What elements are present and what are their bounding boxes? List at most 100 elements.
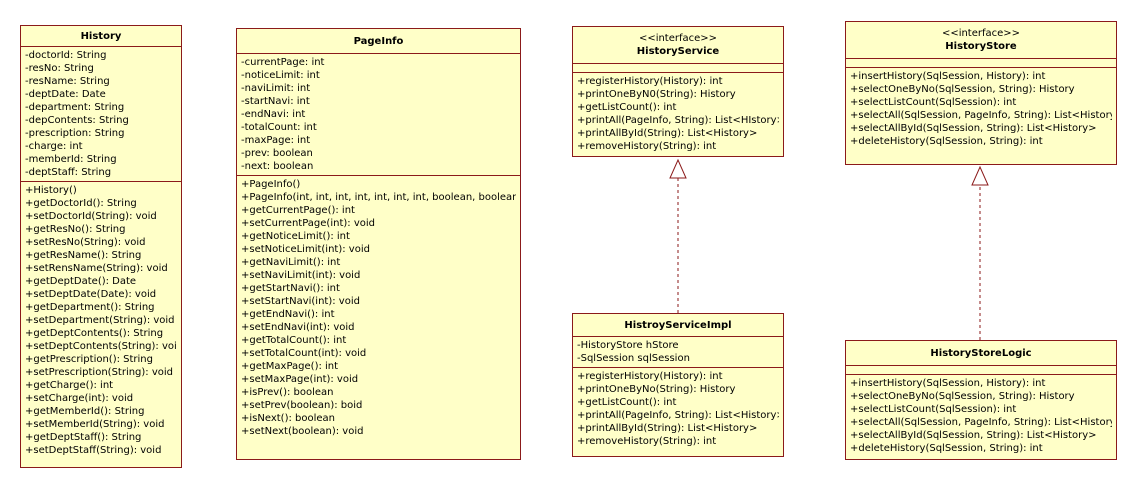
stereotype-label: <<interface>> (941, 27, 1021, 39)
attribute-row: -depContents: String (25, 115, 129, 126)
class-historyservice[interactable]: <<interface>> HistoryService +registerHi… (572, 26, 784, 157)
operation-row: +printOneByN0(String): History (577, 89, 736, 100)
class-name: HistoryService (636, 45, 720, 57)
operation-row: +isPrev(): boolean (241, 387, 334, 398)
operation-row: +registerHistory(History): int (577, 371, 723, 382)
operation-row: +selectAll(SqlSession, PageInfo, String)… (850, 417, 1112, 428)
class-header: <<interface>> HistoryService (573, 27, 783, 64)
operation-row: +getTotalCount(): int (241, 335, 347, 346)
operation-row: +setPrescription(String): void (25, 367, 174, 378)
attribute-row: -deptDate: Date (25, 89, 106, 100)
operation-row: +selectOneByNo(SqlSession, String): Hist… (850, 84, 1075, 95)
class-name: HistoryStoreLogic (930, 347, 1032, 359)
class-header: <<interface>> HistoryStore (846, 22, 1116, 59)
class-header: PageInfo (237, 29, 520, 54)
attribute-row: -prev: boolean (241, 148, 313, 159)
operation-row: +getPrescription(): String (25, 354, 153, 365)
operation-row: +selectAll(SqlSession, PageInfo, String)… (850, 110, 1112, 121)
attribute-row: -maxPage: int (241, 135, 311, 146)
operation-row: +getResNo(): String (25, 224, 126, 235)
operation-row: +setDepartment(String): void (25, 315, 175, 326)
operation-row: +setCurrentPage(int): void (241, 218, 375, 229)
operation-row: +setCharge(int): void (25, 393, 134, 404)
attribute-row: -charge: int (25, 141, 83, 152)
operation-row: +isNext(): boolean (241, 413, 335, 424)
class-name: History (80, 30, 122, 42)
operation-row: +setDeptDate(Date): void (25, 289, 157, 300)
class-name: HistoryStore (945, 40, 1017, 52)
class-history[interactable]: History -doctorId: String-resNo: String-… (20, 25, 182, 468)
class-name: PageInfo (353, 35, 404, 47)
operation-row: +deleteHistory(SqlSession, String): int (850, 136, 1043, 147)
attributes-section: -doctorId: String-resNo: String-resName:… (21, 47, 181, 181)
operation-row: +setEndNavi(int): void (241, 322, 355, 333)
class-header: HistroyServiceImpl (573, 314, 783, 337)
attribute-row: -deptStaff: String (25, 167, 112, 178)
attribute-row: -prescription: String (25, 128, 125, 139)
operation-row: +setNext(boolean): void (241, 426, 364, 437)
operation-row: +printOneByNo(String): History (577, 384, 736, 395)
attributes-section (846, 366, 1116, 374)
operation-row: +PageInfo(int, int, int, int, int, int, … (241, 192, 516, 203)
class-historyserviceimpl[interactable]: HistroyServiceImpl -HistoryStore hStore-… (572, 313, 784, 457)
class-header: HistoryStoreLogic (846, 341, 1116, 366)
attribute-row: -resName: String (25, 76, 110, 87)
attribute-row: -startNavi: int (241, 96, 310, 107)
operation-row: +getNaviLimit(): int (241, 257, 341, 268)
realization-historystorelogic-to-historystore (971, 165, 989, 340)
operation-row: +setDeptContents(String): void (25, 341, 177, 352)
attribute-row: -HistoryStore hStore (577, 340, 679, 351)
operations-section: +insertHistory(SqlSession, History): int… (846, 67, 1116, 150)
operation-row: +printAllById(String): List<History> (577, 128, 758, 139)
operation-row: +selectAllById(SqlSession, String): List… (850, 123, 1097, 134)
attribute-row: -currentPage: int (241, 57, 325, 68)
operation-row: +setDeptStaff(String): void (25, 445, 162, 456)
attribute-row: -totalCount: int (241, 122, 317, 133)
attribute-row: -noticeLimit: int (241, 70, 320, 81)
operation-row: +History() (25, 185, 77, 196)
operation-row: +selectAllById(SqlSession, String): List… (850, 430, 1097, 441)
operation-row: +setMaxPage(int): void (241, 374, 359, 385)
operation-row: +getMaxPage(): int (241, 361, 339, 372)
attribute-row: -department: String (25, 102, 125, 113)
operation-row: +getListCount(): int (577, 397, 677, 408)
operation-row: +getDeptContents(): String (25, 328, 164, 339)
operation-row: +registerHistory(History): int (577, 76, 723, 87)
operation-row: +setTotalCount(int): void (241, 348, 367, 359)
operations-section: +insertHistory(SqlSession, History): int… (846, 374, 1116, 457)
realization-historyserviceimpl-to-historyservice (669, 158, 687, 313)
operation-row: +insertHistory(SqlSession, History): int (850, 378, 1046, 389)
operation-row: +getEndNavi(): int (241, 309, 335, 320)
operation-row: +removeHistory(String): int (577, 141, 717, 152)
operation-row: +getDeptDate(): Date (25, 276, 137, 287)
operation-row: +setResNo(String): void (25, 237, 146, 248)
operation-row: +getNoticeLimit(): int (241, 231, 350, 242)
operation-row: +removeHistory(String): int (577, 436, 717, 447)
class-historystorelogic[interactable]: HistoryStoreLogic +insertHistory(SqlSess… (845, 340, 1117, 460)
attributes-section: -HistoryStore hStore -SqlSession sqlSessi… (573, 337, 783, 367)
operation-row: +deleteHistory(SqlSession, String): int (850, 443, 1043, 454)
attribute-row: -memberId: String (25, 154, 117, 165)
operation-row: +PageInfo() (241, 179, 301, 190)
operation-row: +getCurrentPage(): int (241, 205, 355, 216)
operations-section: +PageInfo() +PageInfo(int, int, int, int,… (237, 175, 520, 440)
operations-section: +registerHistory(History): int +printOneB… (573, 72, 783, 155)
operation-row: +printAll(PageInfo, String): List<HIstor… (577, 115, 779, 126)
operation-row: +getDeptStaff(): String (25, 432, 142, 443)
operations-section: +registerHistory(History): int +printOneB… (573, 367, 783, 450)
operation-row: +setDoctorId(String): void (25, 211, 157, 222)
attribute-row: -SqlSession sqlSession (577, 353, 690, 364)
class-pageinfo[interactable]: PageInfo -currentPage: int -noticeLimit: … (236, 28, 521, 460)
operation-row: +getResName(): String (25, 250, 142, 261)
operations-section: +History()+getDoctorId(): String+setDoct… (21, 181, 181, 459)
attribute-row: -naviLimit: int (241, 83, 311, 94)
class-historystore[interactable]: <<interface>> HistoryStore +insertHistor… (845, 21, 1117, 165)
class-name: HistroyServiceImpl (624, 319, 732, 331)
operation-row: +setNoticeLimit(int): void (241, 244, 370, 255)
attributes-section: -currentPage: int -noticeLimit: int -naviL… (237, 54, 520, 175)
operation-row: +getStartNavi(): int (241, 283, 340, 294)
operation-row: +selectListCount(SqlSession): int (850, 97, 1017, 108)
operation-row: +setMemberId(String): void (25, 419, 165, 430)
operation-row: +getMemberId(): String (25, 406, 145, 417)
